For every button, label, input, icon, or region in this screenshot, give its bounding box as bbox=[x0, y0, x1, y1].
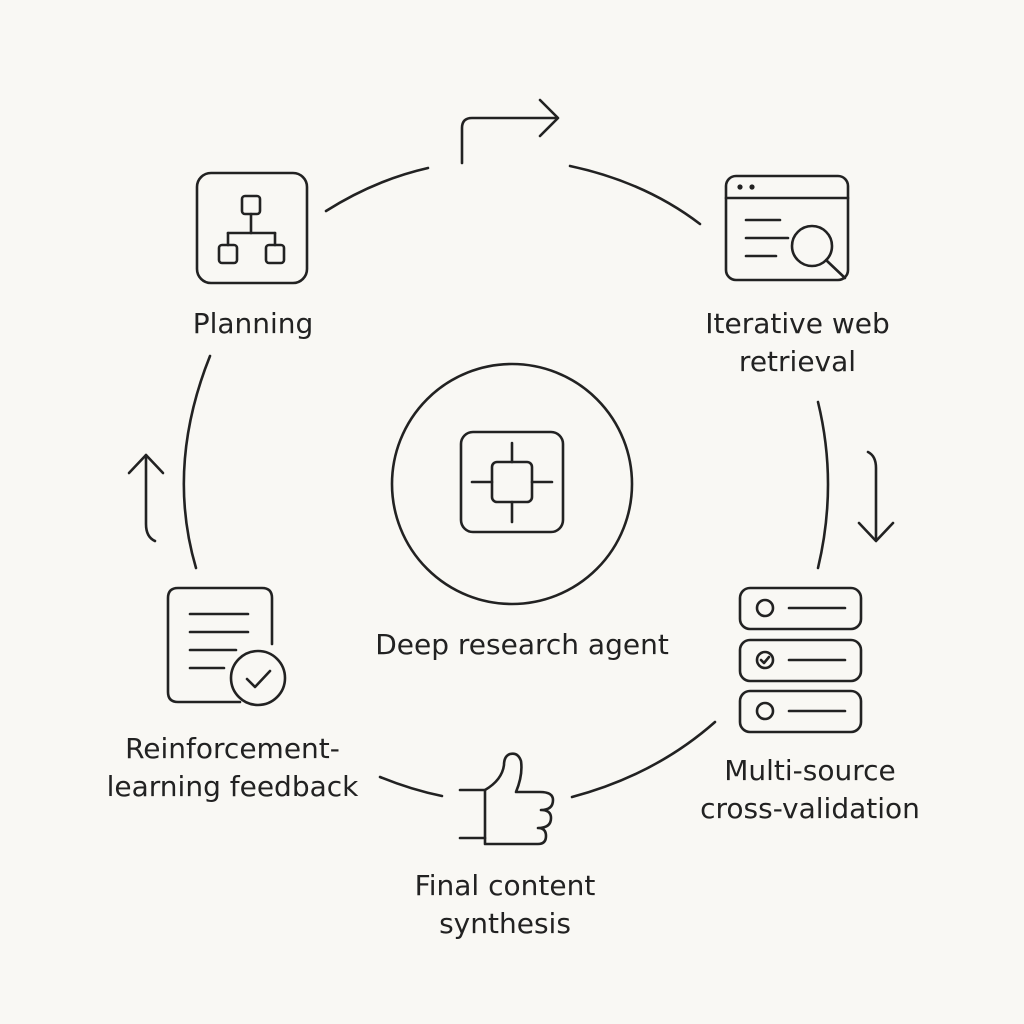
stage-label-planning: Planning bbox=[153, 305, 353, 343]
arc-feedback-to-planning bbox=[182, 354, 212, 570]
center-circle bbox=[390, 362, 634, 606]
center-label-text: Deep research agent bbox=[375, 628, 669, 661]
center-label: Deep research agent bbox=[352, 626, 692, 664]
hierarchy-icon bbox=[195, 171, 309, 285]
stage-label-iterative-web-retrieval: Iterative web retrieval bbox=[660, 305, 935, 381]
stage-label-line: synthesis bbox=[439, 907, 571, 940]
browser-search-icon bbox=[724, 174, 850, 282]
arc-planning-to-retrieval-right bbox=[568, 164, 702, 226]
center-hub bbox=[390, 362, 634, 606]
stage-label-line: Final content bbox=[414, 869, 596, 902]
server-stack-icon bbox=[738, 586, 863, 734]
arrow-right-icon bbox=[460, 98, 560, 165]
cycle-connectors bbox=[182, 164, 830, 799]
stage-label-line: Multi-source bbox=[724, 754, 896, 787]
arc-retrieval-to-validation bbox=[816, 400, 830, 570]
direction-arrows bbox=[127, 98, 895, 543]
thumbs-up-icon bbox=[458, 752, 555, 846]
document-check-icon bbox=[166, 586, 287, 707]
stage-label-line: Iterative web bbox=[705, 307, 890, 340]
stage-label-reinforcement-learning-feedback: Reinforcement- learning feedback bbox=[90, 730, 375, 806]
stage-label-final-content-synthesis: Final content synthesis bbox=[380, 867, 630, 943]
stage-label-line: learning feedback bbox=[106, 770, 359, 803]
arrow-up-icon bbox=[127, 453, 165, 543]
arrow-down-icon bbox=[857, 450, 895, 543]
arc-planning-to-retrieval-left bbox=[324, 166, 430, 213]
stage-label-multi-source-cross-validation: Multi-source cross-validation bbox=[665, 752, 955, 828]
stage-label-line: cross-validation bbox=[700, 792, 920, 825]
stage-label-line: Planning bbox=[192, 307, 314, 340]
arc-validation-to-synthesis bbox=[570, 720, 717, 799]
stage-label-line: retrieval bbox=[738, 345, 857, 378]
chip-icon bbox=[459, 430, 565, 534]
arc-synthesis-to-feedback bbox=[378, 775, 444, 798]
stage-label-line: Reinforcement- bbox=[125, 732, 340, 765]
